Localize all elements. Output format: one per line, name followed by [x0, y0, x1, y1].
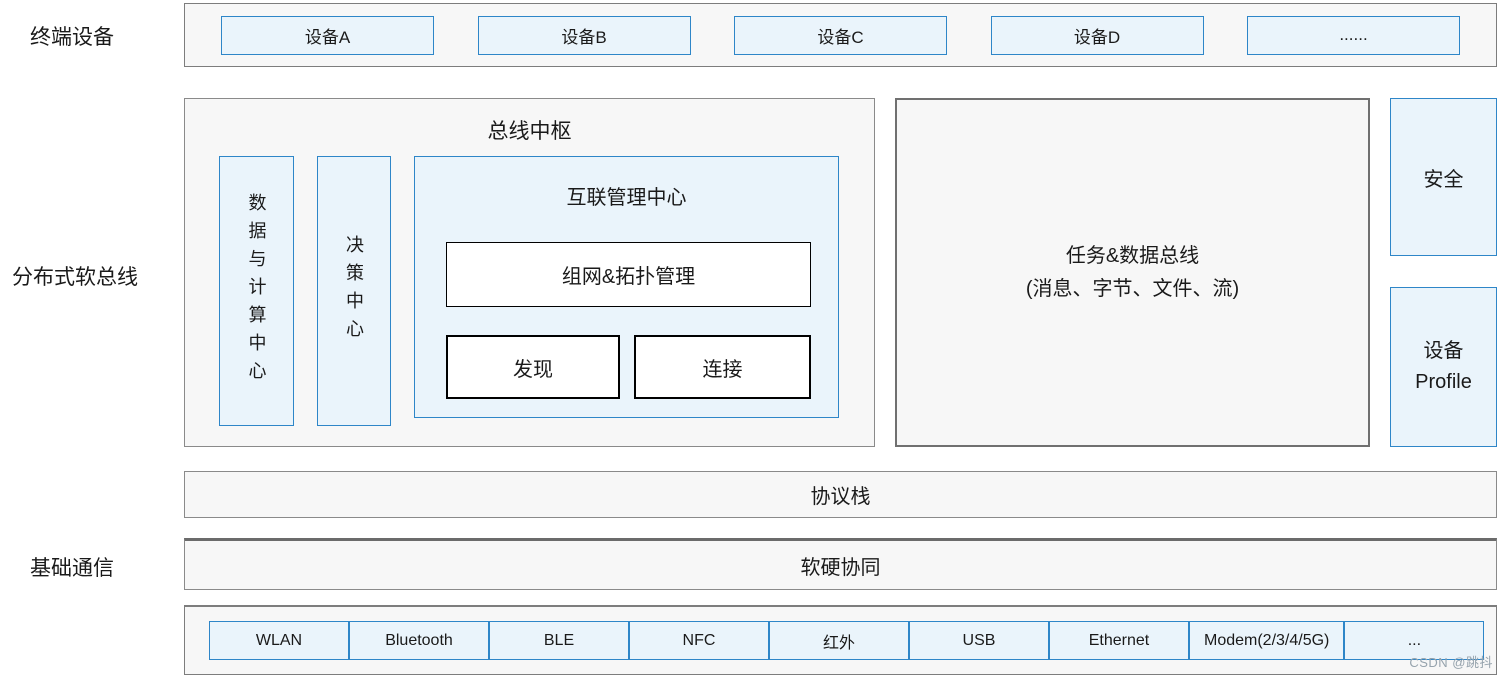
- device-b-box: 设备B: [477, 15, 691, 55]
- csdn-watermark: CSDN @跳抖: [1409, 655, 1493, 670]
- terminal-devices-container: 设备A 设备B 设备C 设备D ......: [184, 3, 1497, 67]
- bus-hub-title: 总线中枢: [487, 120, 572, 143]
- usb-box: USB: [909, 621, 1049, 660]
- wlan-box: WLAN: [209, 621, 349, 660]
- bluetooth-box: Bluetooth: [349, 621, 489, 660]
- comm-protocols-container: WLAN Bluetooth BLE NFC 红外 USB Ethernet M…: [184, 605, 1497, 675]
- protocol-stack-bar: 协议栈: [184, 471, 1497, 518]
- interconnect-mgmt-center-box: 互联管理中心 组网&拓扑管理 发现 连接: [414, 156, 839, 418]
- device-more-box: ......: [1247, 15, 1460, 55]
- networking-topology-box: 组网&拓扑管理: [446, 242, 811, 307]
- ble-box: BLE: [489, 621, 629, 660]
- discovery-box: 发现: [446, 335, 620, 399]
- data-compute-center-box: 数据与计算中心: [219, 156, 294, 426]
- more-protocols-box: ...: [1344, 621, 1485, 660]
- section-label-distributed-softbus: 分布式软总线: [12, 266, 138, 289]
- infrared-box: 红外: [769, 621, 909, 660]
- hw-sw-synergy-bar: 软硬协同: [184, 538, 1497, 590]
- task-data-bus-box: 任务&数据总线 (消息、字节、文件、流): [895, 98, 1370, 447]
- section-label-basic-communication: 基础通信: [30, 557, 114, 580]
- connection-box: 连接: [634, 335, 811, 399]
- interconnect-mgmt-center-title: 互联管理中心: [566, 187, 687, 209]
- device-c-box: 设备C: [734, 15, 947, 55]
- task-data-bus-title: 任务&数据总线: [1065, 244, 1200, 267]
- ethernet-box: Ethernet: [1049, 621, 1189, 660]
- security-box: 安全: [1390, 98, 1497, 256]
- device-a-box: 设备A: [221, 15, 434, 55]
- bus-hub-container: 总线中枢 数据与计算中心 决策中心 互联管理中心 组网&拓扑管理 发现 连接: [184, 98, 875, 447]
- device-profile-box: 设备 Profile: [1390, 287, 1497, 447]
- device-d-box: 设备D: [990, 15, 1204, 55]
- task-data-bus-subtitle: (消息、字节、文件、流): [1025, 277, 1240, 300]
- section-label-terminal-devices: 终端设备: [30, 26, 114, 49]
- decision-center-box: 决策中心: [317, 156, 391, 426]
- modem-box: Modem(2/3/4/5G): [1189, 621, 1345, 660]
- nfc-box: NFC: [629, 621, 769, 660]
